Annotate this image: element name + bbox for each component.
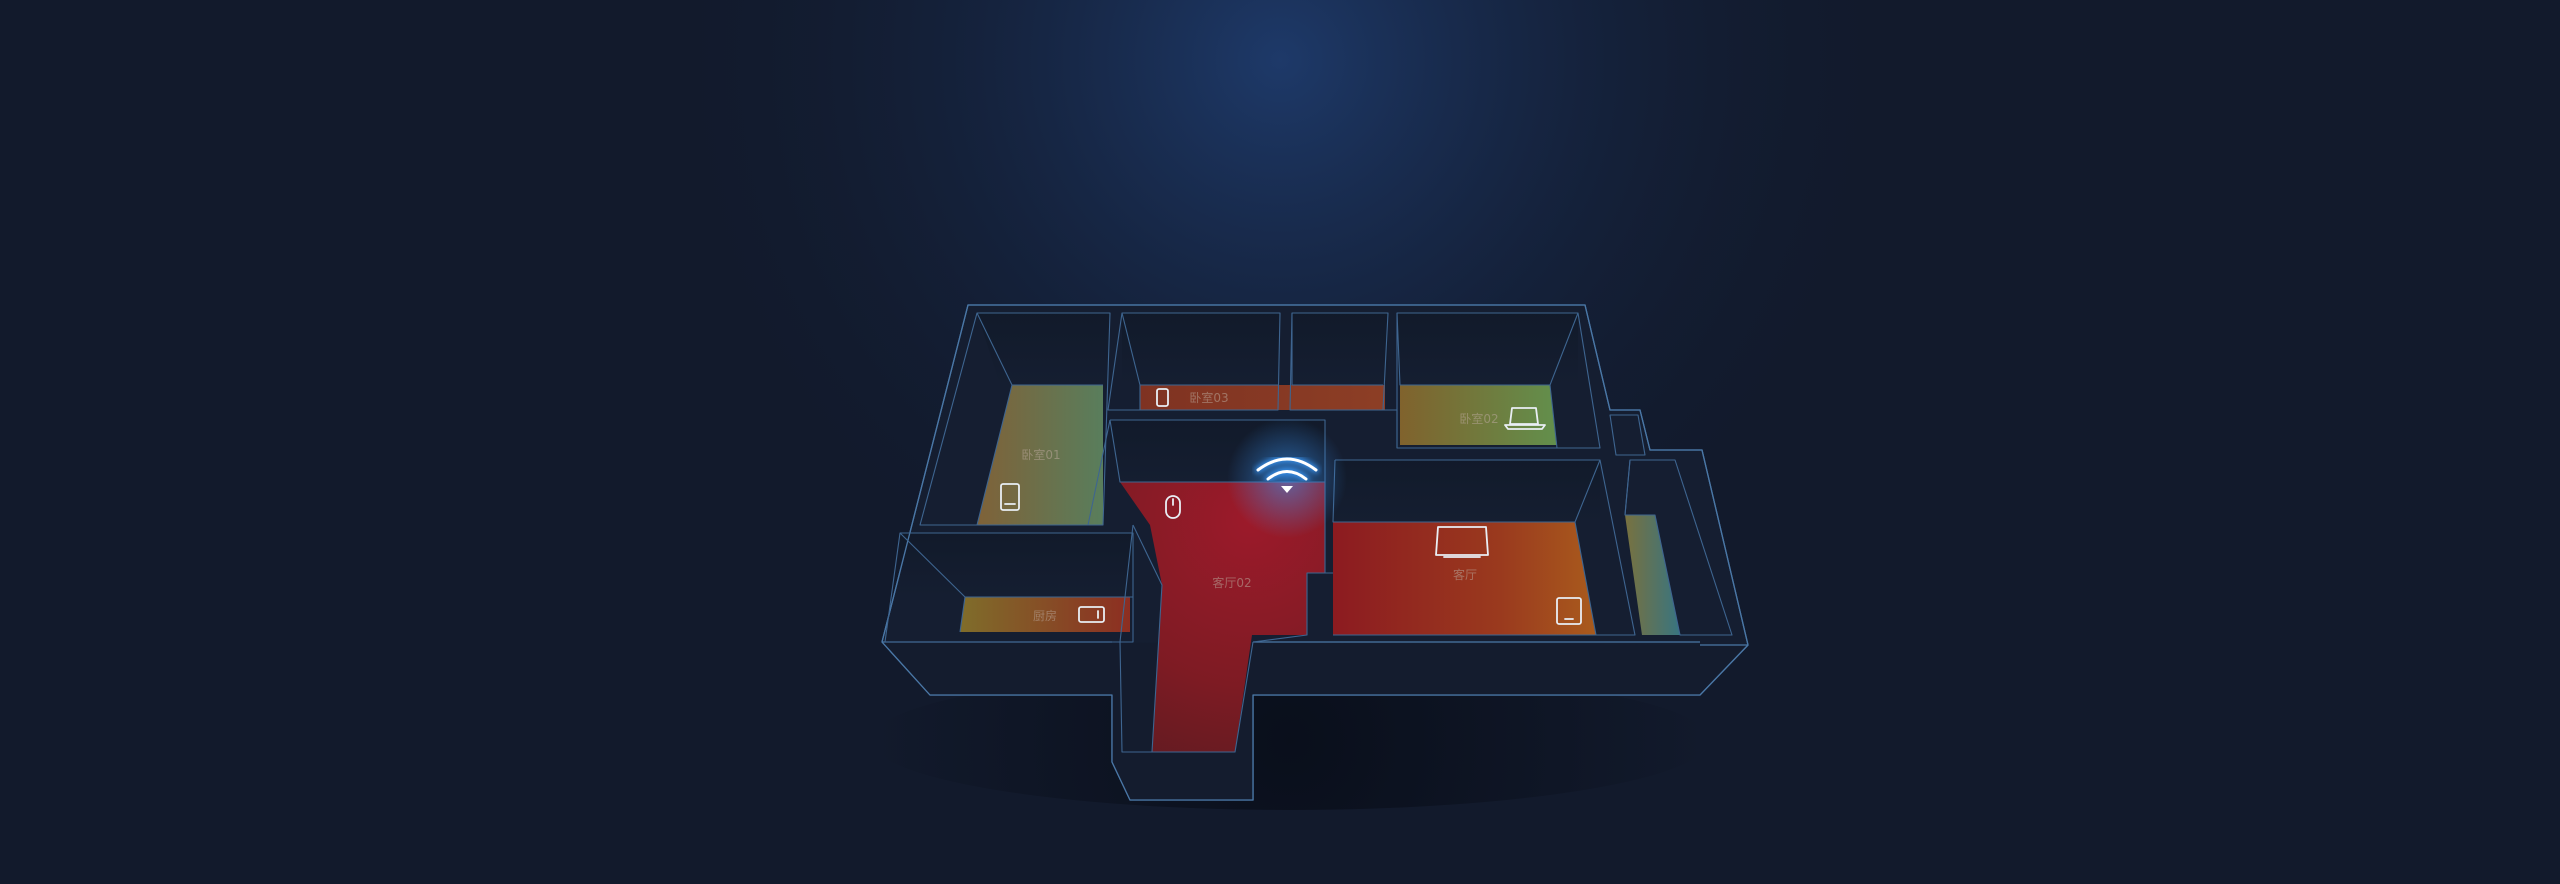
floor-bedroom03	[1140, 385, 1385, 410]
label-bedroom02: 卧室02	[1459, 411, 1498, 426]
phone-icon[interactable]	[1000, 483, 1020, 511]
floor-bedroom01	[977, 385, 1103, 525]
mouse-icon[interactable]	[1165, 495, 1181, 519]
devices	[1000, 388, 1582, 625]
label-kitchen: 厨房	[1033, 608, 1057, 623]
laptop-icon[interactable]	[1504, 407, 1546, 430]
tv-icon[interactable]	[1435, 526, 1489, 558]
tablet-icon[interactable]	[1556, 597, 1582, 625]
floor-balcony	[1625, 515, 1680, 635]
heatmap-floors	[900, 313, 1680, 752]
floor-bedroom02	[1400, 385, 1557, 445]
floor-living-room02	[1120, 482, 1325, 752]
wifi-signal-icon[interactable]	[1227, 418, 1347, 538]
label-living-room: 客厅	[1453, 567, 1477, 582]
floor-kitchen	[960, 597, 1130, 632]
label-bedroom01: 卧室01	[1021, 447, 1060, 462]
floor-living-room	[1333, 522, 1596, 635]
base-shadow	[870, 670, 1710, 810]
label-living-room02: 客厅02	[1212, 575, 1251, 590]
room-labels: 卧室01 卧室03 卧室02 客厅02 客厅 厨房	[1021, 390, 1498, 623]
tablet-icon[interactable]	[1078, 606, 1105, 623]
phone-icon[interactable]	[1156, 388, 1169, 407]
label-bedroom03: 卧室03	[1189, 390, 1228, 405]
